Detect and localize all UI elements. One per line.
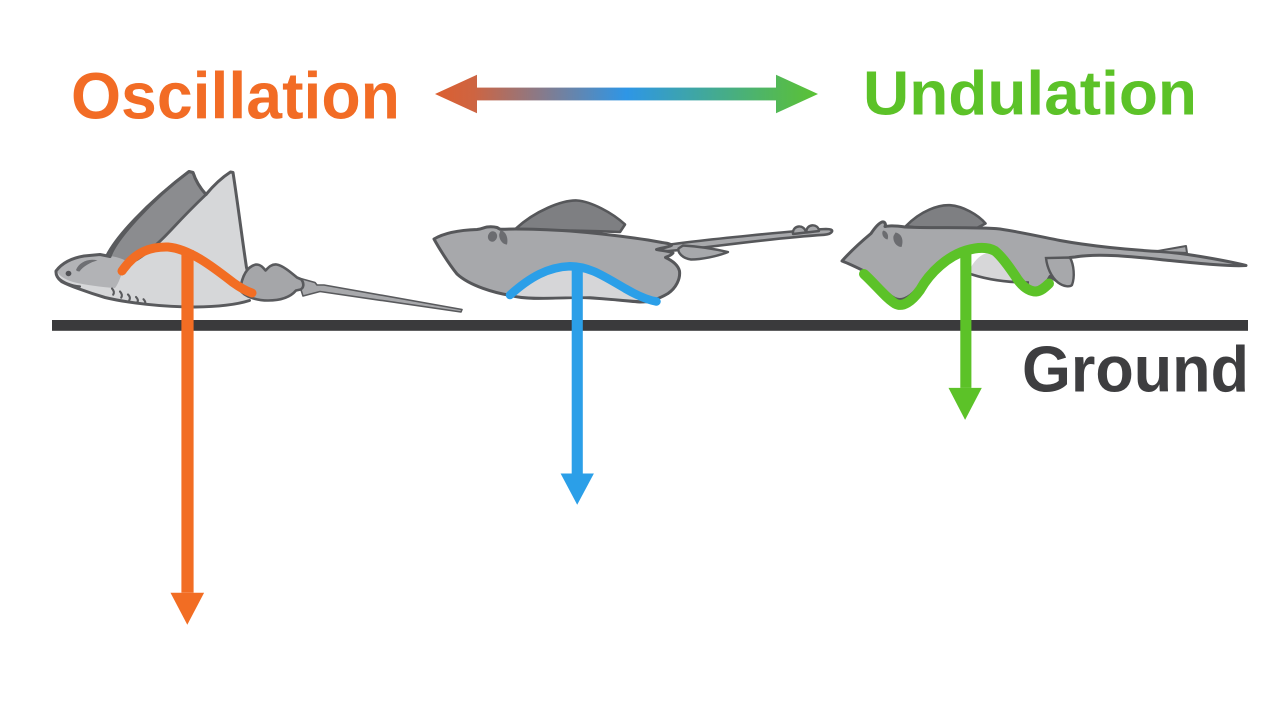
svg-text:Undulation: Undulation <box>863 60 1197 129</box>
svg-text:Ground: Ground <box>1022 333 1249 406</box>
svg-text:Oscillation: Oscillation <box>71 59 400 133</box>
